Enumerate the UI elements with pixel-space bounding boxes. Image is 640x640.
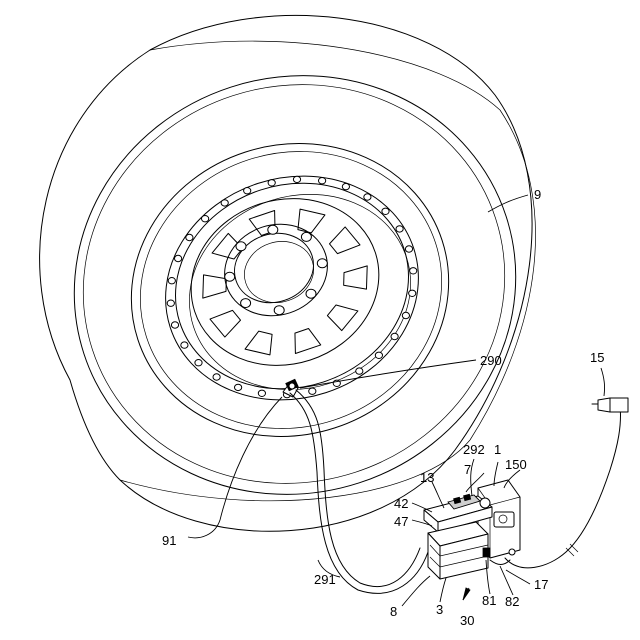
rim-bolt (405, 246, 412, 252)
label-cable: 17 (534, 577, 548, 592)
label-part-42: 42 (394, 496, 408, 511)
lug-nut (317, 259, 327, 268)
label-part-82: 82 (505, 594, 519, 609)
rim-bolt (402, 312, 409, 318)
label-assembly: 30 (460, 613, 474, 628)
rim-bolt (375, 352, 382, 358)
rim-bolt (221, 200, 228, 206)
rim-bolt (319, 178, 326, 184)
label-part-13: 13 (420, 470, 434, 485)
lug-nut (225, 272, 235, 281)
label-housing: 1 (494, 442, 501, 457)
lug-nuts (225, 225, 328, 314)
spoke-window (203, 275, 227, 298)
label-power-plug: 15 (590, 350, 604, 365)
label-valve-stem: 91 (162, 533, 176, 548)
label-part-7: 7 (464, 462, 471, 477)
rim-bolt (342, 183, 349, 189)
spoke-window (210, 310, 241, 337)
spoke-window (298, 209, 325, 233)
label-part-81: 81 (482, 593, 496, 608)
rim-bolt (175, 255, 182, 261)
label-hose: 291 (314, 572, 336, 587)
rim-bolt (396, 226, 403, 232)
rim-bolt (168, 278, 175, 284)
label-valve-connector: 290 (480, 353, 502, 368)
lug-nut (268, 225, 278, 234)
lug-nut (236, 242, 246, 251)
hose (290, 390, 428, 593)
rim-bolt (268, 180, 275, 186)
spoke-window (295, 329, 321, 354)
spoke-windows (203, 209, 367, 355)
lug-nut (306, 289, 316, 298)
spoke-window (327, 305, 358, 331)
lug-nut (301, 232, 311, 241)
rim-bolt (202, 216, 209, 222)
rim-bolt (382, 208, 389, 214)
power-plug (592, 398, 628, 412)
rim-bolt (235, 384, 242, 390)
spoke-window (329, 227, 360, 254)
rim-bolt (410, 268, 417, 274)
label-tire: 9 (534, 187, 541, 202)
tire (20, 15, 571, 551)
rim-bolt (167, 300, 174, 306)
lug-nut (274, 306, 284, 315)
lug-nut (241, 299, 251, 308)
rim-bolt (258, 390, 265, 396)
rim-bolt (195, 360, 202, 366)
rim-bolt (186, 234, 193, 240)
label-part-3: 3 (436, 602, 443, 617)
rim-bolt (181, 342, 188, 348)
rim-bolt (364, 194, 371, 200)
rim-bolt (356, 368, 363, 374)
spoke-window (245, 331, 272, 355)
rim-bolt (391, 333, 398, 339)
rim-bolt (213, 374, 220, 380)
rim-bolt (409, 290, 416, 296)
label-part-47: 47 (394, 514, 408, 529)
label-hose-fitting: 292 (463, 442, 485, 457)
label-cover: 150 (505, 457, 527, 472)
rim-bolt (171, 322, 178, 328)
spoke-window (344, 266, 368, 289)
rim-bolt (309, 388, 316, 394)
power-cable (505, 405, 621, 568)
label-part-8: 8 (390, 604, 397, 619)
rim-bolt (293, 176, 300, 182)
rim-bolt (244, 188, 251, 194)
